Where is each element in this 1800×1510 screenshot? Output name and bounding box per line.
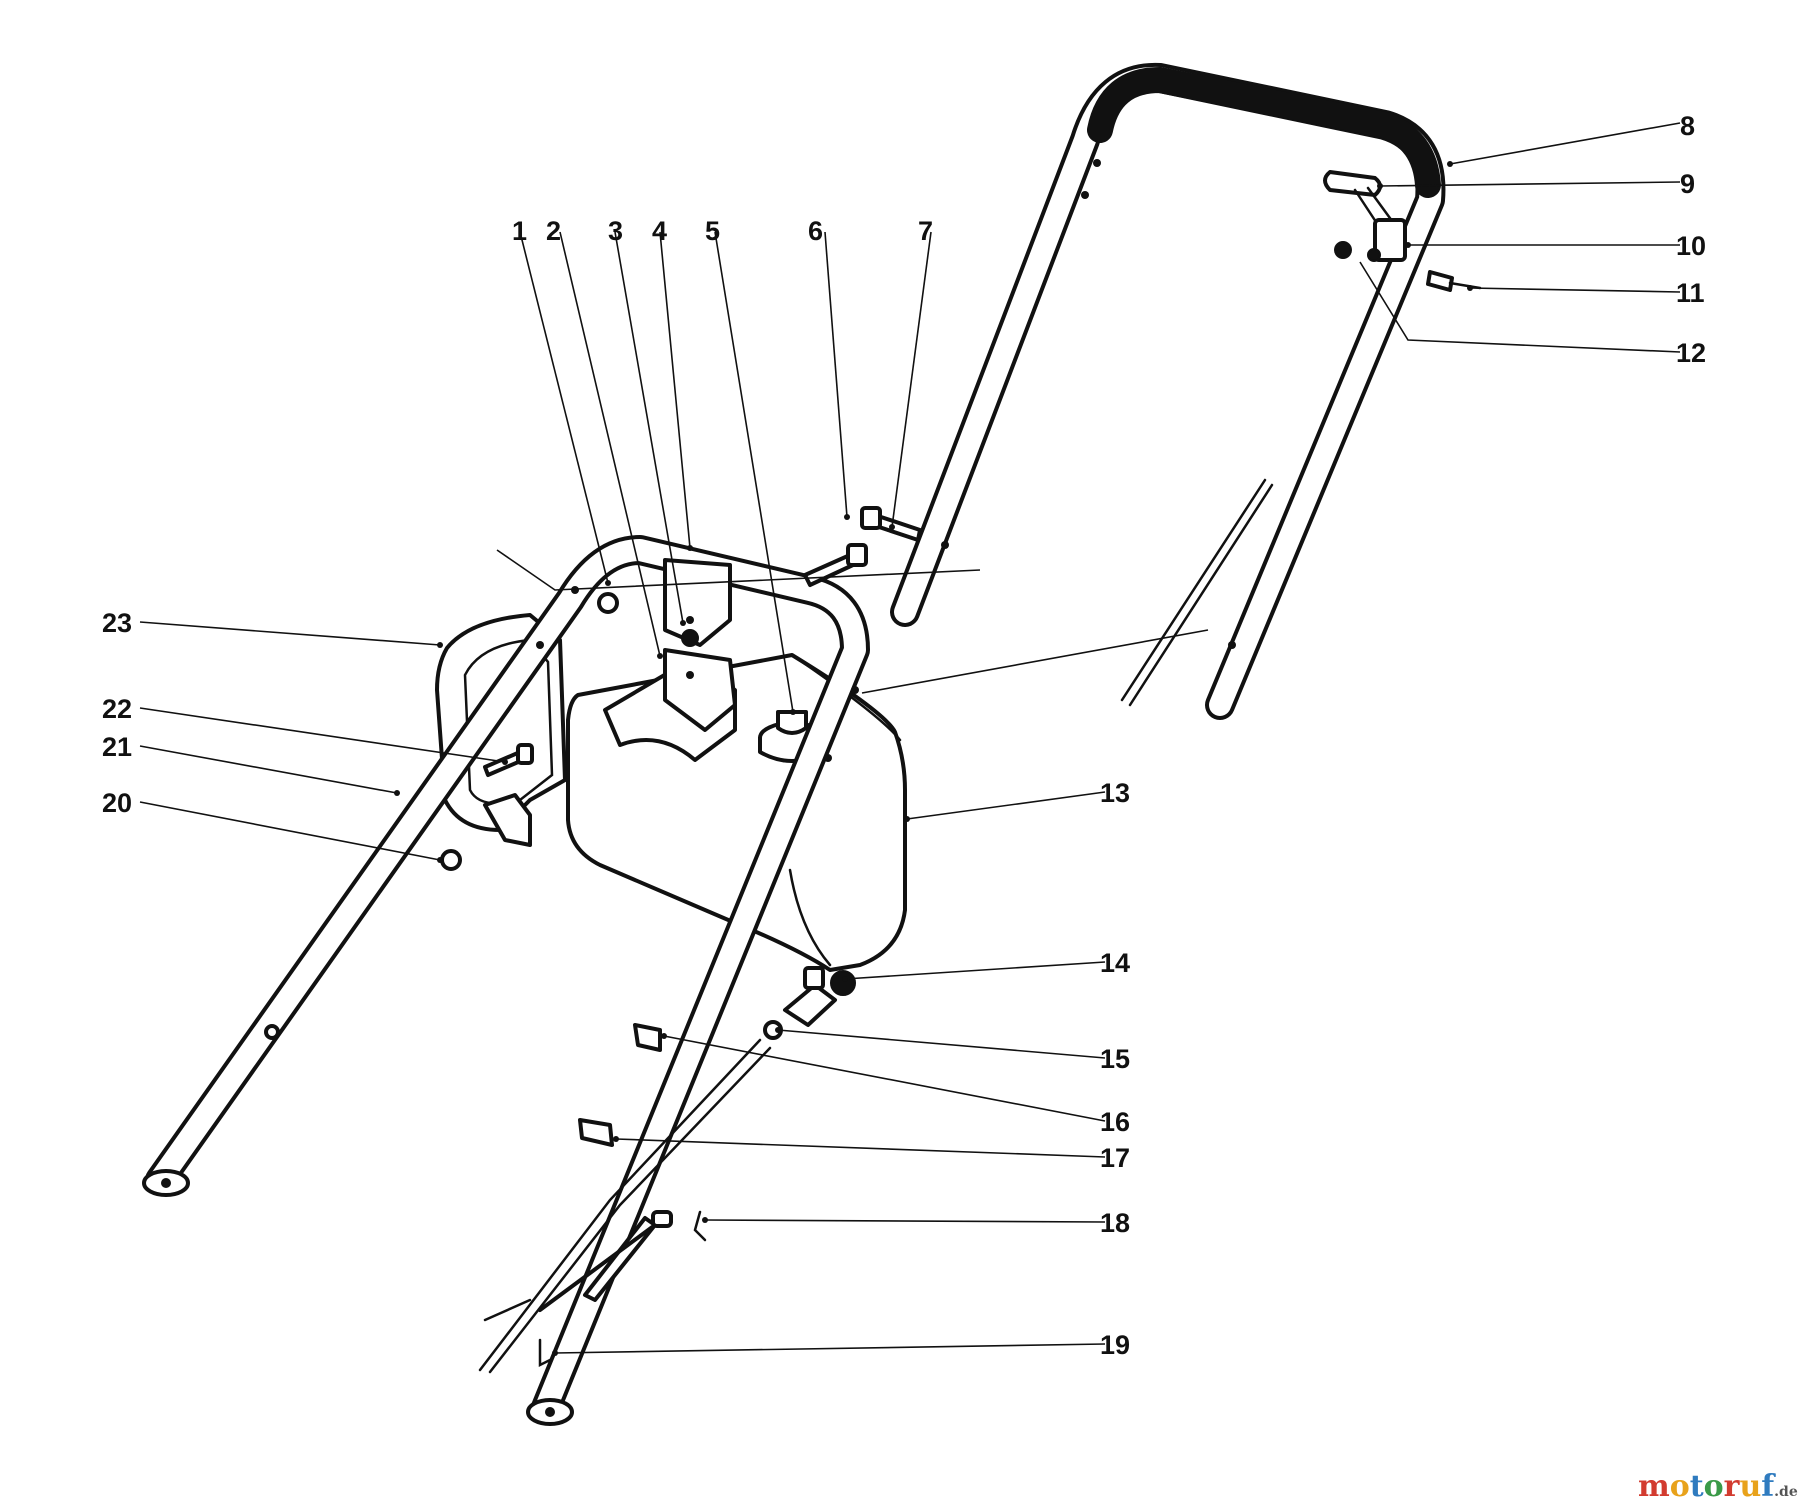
part-label-18: 18 [1100,1208,1130,1238]
part-label-13: 13 [1100,778,1130,808]
watermark-suffix: .de [1774,1484,1798,1500]
leader-lines [139,122,1681,1356]
upper-handle [890,62,1446,720]
part-label-21: 21 [102,732,132,762]
watermark-text: motoruf [1638,1469,1776,1504]
part-label-1: 1 [512,216,527,246]
part-label-6: 6 [808,216,823,246]
part-label-9: 9 [1680,169,1695,199]
part-label-7: 7 [918,216,933,246]
handle-grip [1087,66,1441,198]
svg-text:motoruf.de: motoruf.de [1638,1469,1798,1504]
part-label-11: 11 [1676,278,1705,308]
part-label-3: 3 [608,216,623,246]
part-label-8: 8 [1680,111,1695,141]
watermark-logo: motoruf.de [1638,1469,1798,1504]
part-label-23: 23 [102,608,132,638]
part-label-14: 14 [1100,948,1130,978]
part-label-19: 19 [1100,1330,1130,1360]
part-label-15: 15 [1100,1044,1130,1074]
part-label-4: 4 [652,216,667,246]
part-label-17: 17 [1100,1143,1130,1173]
fuel-line-parts [478,966,856,1374]
part-label-10: 10 [1676,231,1706,261]
part-label-5: 5 [705,216,720,246]
part-label-12: 12 [1676,338,1706,368]
control-lever [1323,170,1482,292]
part-label-20: 20 [102,788,132,818]
part-label-22: 22 [102,694,132,724]
part-label-16: 16 [1100,1107,1130,1137]
part-label-2: 2 [546,216,561,246]
part-labels: 1 2 3 4 5 6 7 8 9 10 11 12 13 14 15 16 1… [102,111,1706,1360]
